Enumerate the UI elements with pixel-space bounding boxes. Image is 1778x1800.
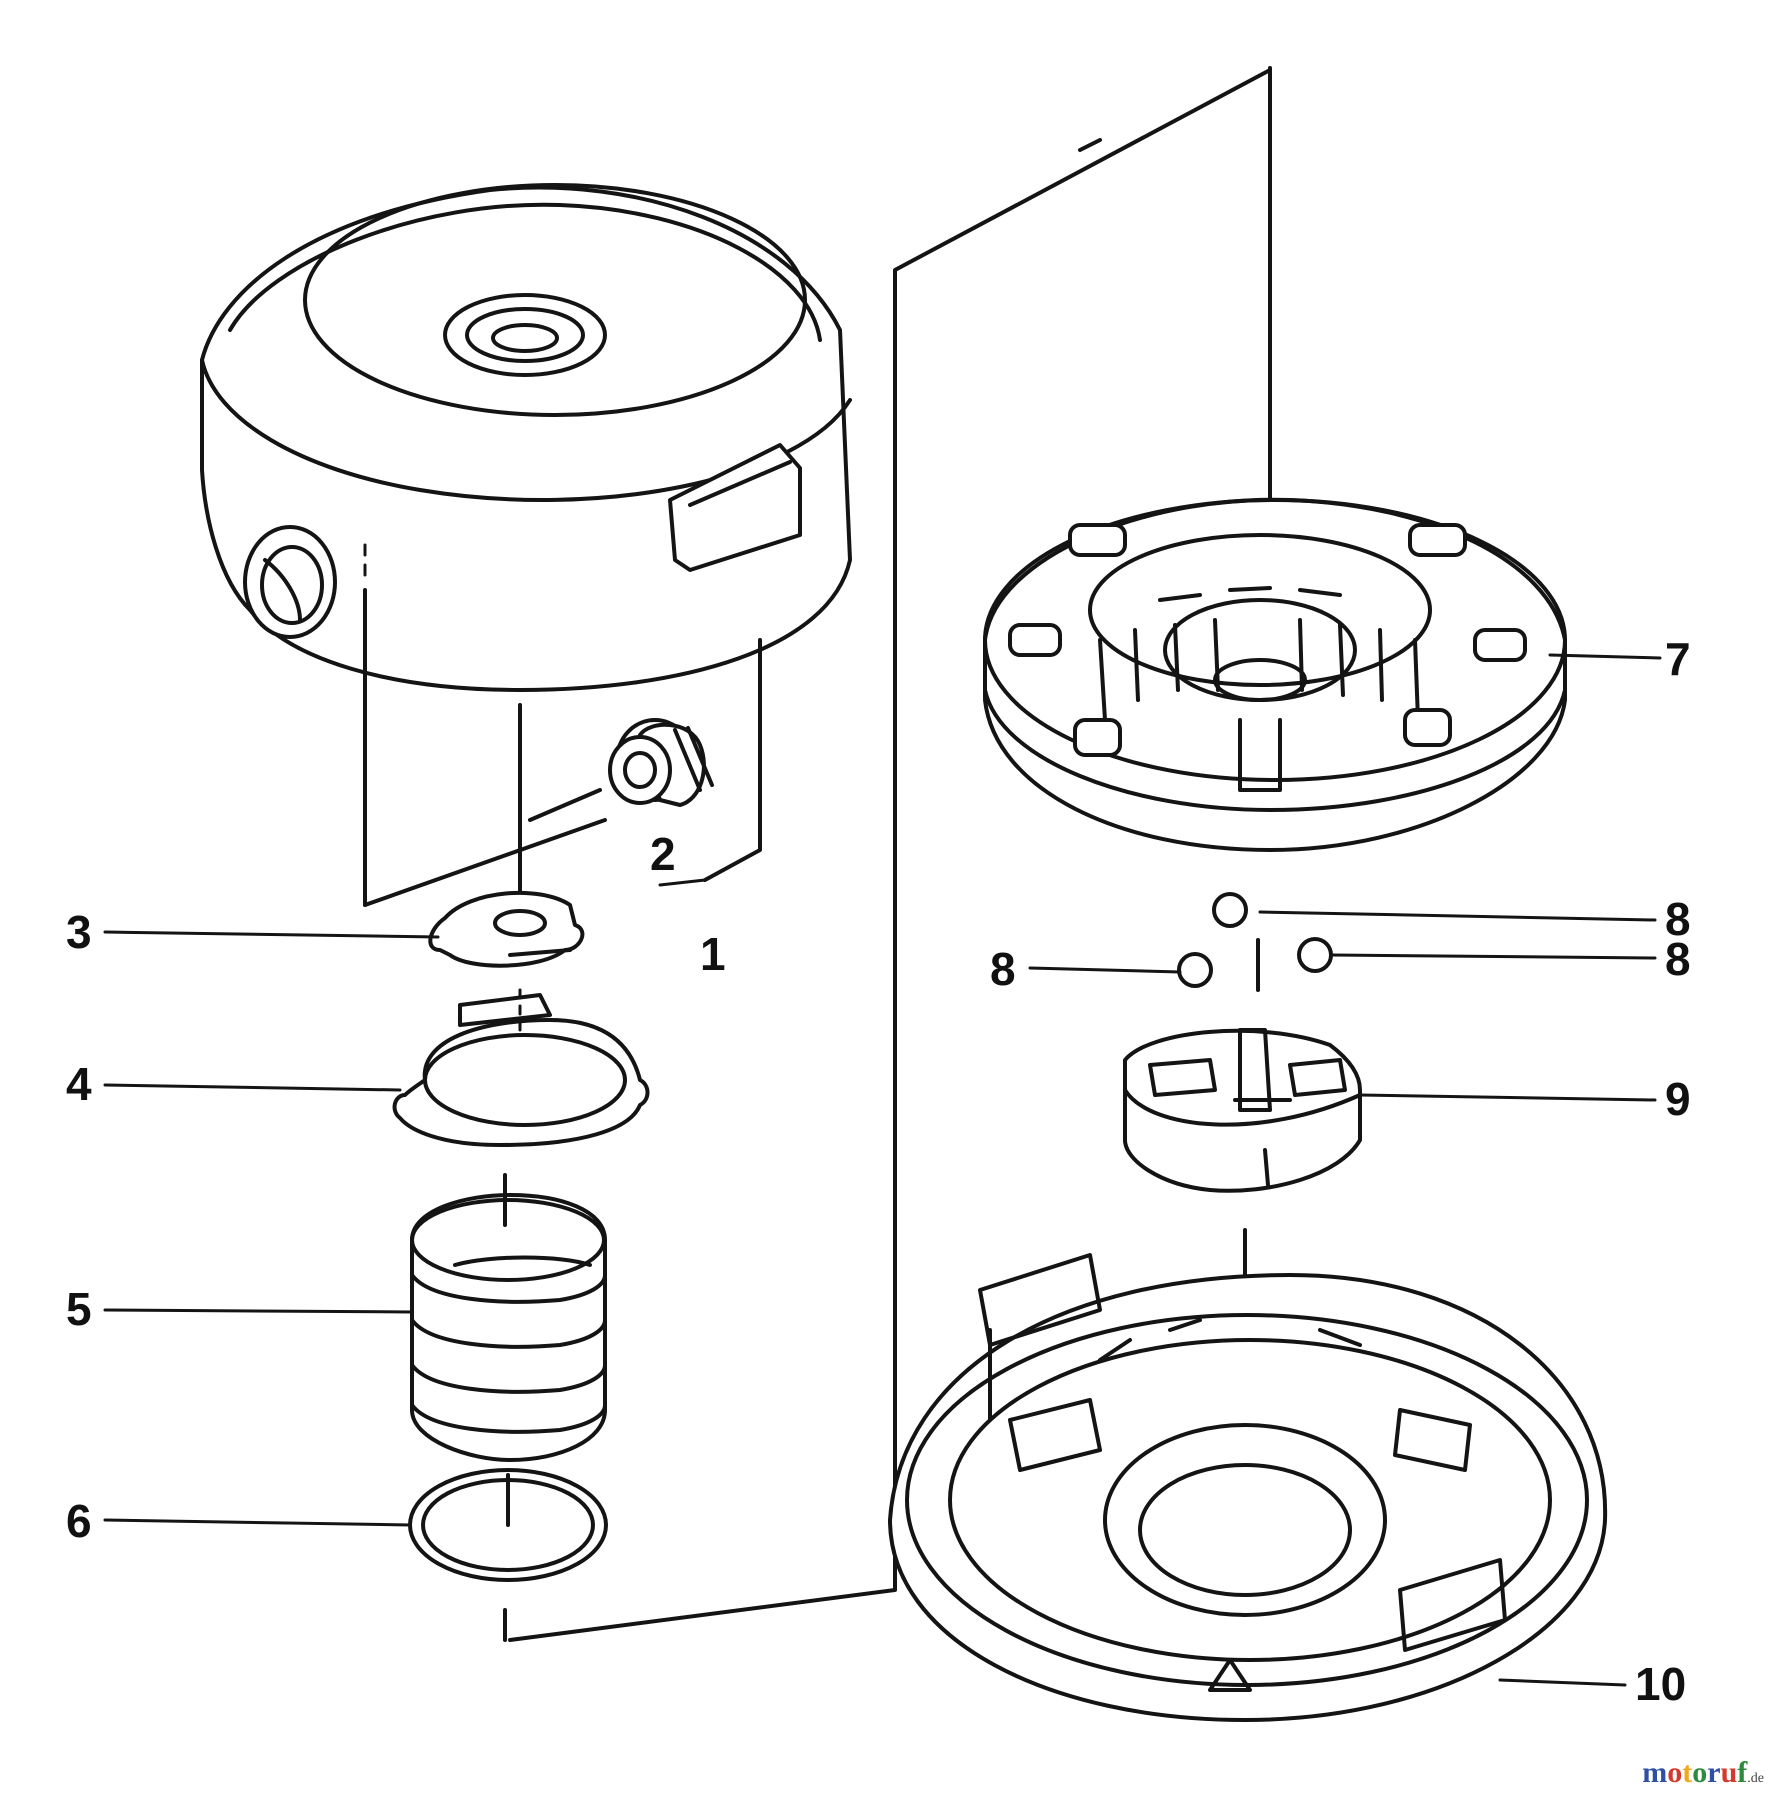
callout-9: 9 [1665, 1073, 1691, 1125]
callout-3: 3 [66, 906, 92, 958]
part-spool-top-7 [983, 497, 1567, 852]
leader-1 [658, 878, 707, 887]
watermark-logo: motoruf.de [1642, 1756, 1764, 1790]
leader-4 [103, 1083, 402, 1092]
callout-10: 10 [1635, 1658, 1686, 1710]
part-ring-6 [408, 1468, 608, 1582]
leader-10 [1498, 1678, 1627, 1687]
leader-8c [1330, 953, 1657, 960]
callout-1: 1 [700, 928, 726, 980]
callout-labels: 3 4 5 6 2 1 7 8 8 8 9 10 [66, 633, 1691, 1710]
leader-3 [103, 930, 440, 939]
part-spring-5 [410, 1173, 607, 1462]
callout-2: 2 [650, 828, 676, 880]
assembly-bracket-part-1 [363, 543, 762, 922]
watermark-letter: m [1642, 1756, 1668, 1789]
callout-8-top: 8 [1665, 893, 1691, 945]
watermark-letter: o [1692, 1756, 1708, 1789]
watermark-suffix: .de [1747, 1771, 1764, 1786]
part-balls-8 [1177, 892, 1333, 988]
callout-8-left: 8 [990, 943, 1016, 995]
callout-8-right: 8 [1665, 933, 1691, 985]
watermark-letter: t [1682, 1756, 1693, 1789]
part-housing-cover [200, 183, 852, 692]
part-spool-base-10 [888, 1253, 1608, 1722]
watermark-letter: u [1720, 1756, 1738, 1789]
callout-4: 4 [66, 1058, 92, 1110]
leader-6 [103, 1518, 412, 1527]
leader-8a [1258, 910, 1657, 922]
part-eyelet-2 [608, 718, 714, 807]
leader-5 [103, 1308, 414, 1314]
watermark-letter: f [1737, 1756, 1748, 1789]
watermark-letter: o [1667, 1756, 1683, 1789]
callout-6: 6 [66, 1495, 92, 1547]
watermark-letter: r [1707, 1756, 1721, 1789]
leader-7 [1548, 653, 1662, 660]
part-retainer-ring-4 [392, 988, 650, 1147]
leader-lines [103, 653, 1662, 1687]
leader-8b [1028, 966, 1182, 974]
leader-9 [1358, 1093, 1657, 1102]
part-washer-3 [428, 890, 585, 968]
callout-7: 7 [1665, 633, 1691, 685]
callout-5: 5 [66, 1283, 92, 1335]
part-drive-hub-9 [1123, 1028, 1362, 1193]
watermark-text: motoruf [1642, 1756, 1747, 1789]
